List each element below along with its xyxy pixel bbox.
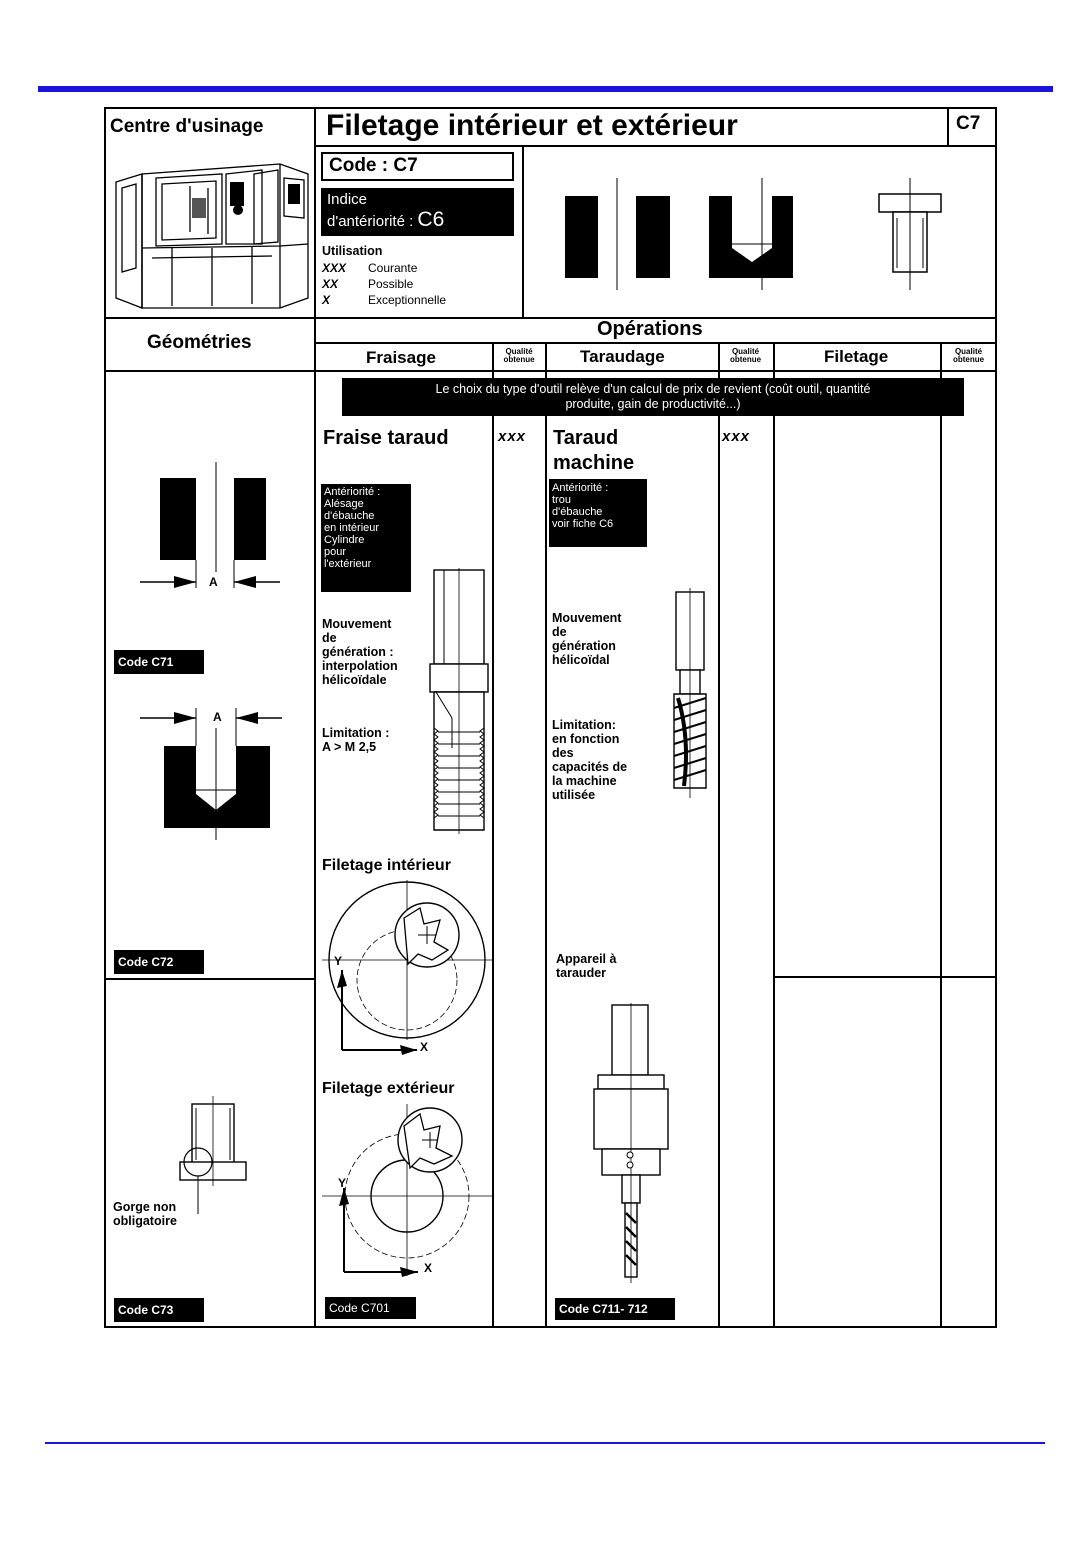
filetage-exterieur-title: Filetage extérieur (322, 1080, 455, 1097)
thread-mill-tool (429, 568, 489, 834)
grid-line (314, 145, 997, 147)
dimension-a-label: A (209, 575, 218, 589)
machine-title: Centre d'usinage (110, 116, 264, 137)
grid-line (104, 370, 997, 372)
code-c72-label: Code C72 (114, 950, 204, 974)
machine-tap-tool (673, 588, 707, 798)
fraisage-rating: xxx (498, 428, 527, 445)
fraisage-title: Fraise taraud (323, 427, 449, 449)
grid-line (522, 145, 524, 317)
indice-box: Indice d'antériorité : C6 (321, 188, 514, 236)
axis-x-label: X (424, 1261, 433, 1275)
utilisation-title: Utilisation (322, 244, 383, 258)
axis-x-label: X (420, 1040, 429, 1054)
grid-line (314, 342, 997, 344)
code-c71-label: Code C71 (114, 650, 204, 674)
external-thread-diagram (322, 1104, 492, 1277)
code-c701-label: Code C701 (325, 1297, 416, 1319)
grid-line (545, 342, 547, 1328)
taraudage-header: Taraudage (580, 347, 665, 366)
fraisage-limitation: Limitation :A > M 2,5 (322, 726, 390, 754)
fraisage-header: Fraisage (366, 348, 436, 367)
top-rule (38, 86, 1053, 92)
code-box: Code : C7 (321, 152, 514, 181)
bolt-symbol (878, 178, 942, 290)
sheet-code: C7 (956, 113, 981, 134)
grid-line (718, 342, 720, 1328)
machining-center-illustration (115, 163, 309, 309)
grid-line (104, 978, 314, 980)
grid-line (492, 342, 494, 1328)
operations-header: Opérations (597, 318, 703, 340)
bottom-rule (45, 1442, 1045, 1444)
grid-line (314, 107, 316, 1328)
axis-y-label: Y (338, 1176, 347, 1190)
grid-line (104, 317, 997, 319)
tapped-hole-geometry (140, 708, 282, 840)
taraudage-rating: xxx (722, 428, 751, 445)
geometries-header: Géométries (147, 332, 252, 353)
tool-choice-banner: Le choix du type d'outil relève d'un cal… (342, 378, 964, 416)
grid-line (773, 342, 775, 1328)
grid-line (947, 107, 949, 145)
tapped-hole-symbol (709, 178, 793, 290)
code-c711-712-label: Code C711- 712 (555, 1298, 675, 1320)
internal-thread-diagram (322, 880, 492, 1055)
code-c73-label: Code C73 (114, 1298, 204, 1322)
tapping-attachment-tool (593, 1003, 669, 1283)
cylinder-geometry (140, 462, 280, 588)
grid-line (940, 342, 942, 1328)
filetage-interieur-title: Filetage intérieur (322, 857, 451, 874)
main-title: Filetage intérieur et extérieur (326, 109, 738, 142)
code-label: Code : C7 (329, 155, 418, 176)
indice-line1: Indice (327, 191, 368, 208)
grid-line (773, 976, 997, 978)
filetage-header: Filetage (824, 347, 889, 366)
process-sheet (104, 107, 997, 1328)
bore-symbol (565, 178, 670, 290)
indice-line2: d'antériorité : C6 (327, 208, 445, 231)
bolt-geometry (179, 1096, 247, 1214)
axis-y-label: Y (334, 954, 343, 968)
dimension-a-label: A (213, 710, 222, 724)
